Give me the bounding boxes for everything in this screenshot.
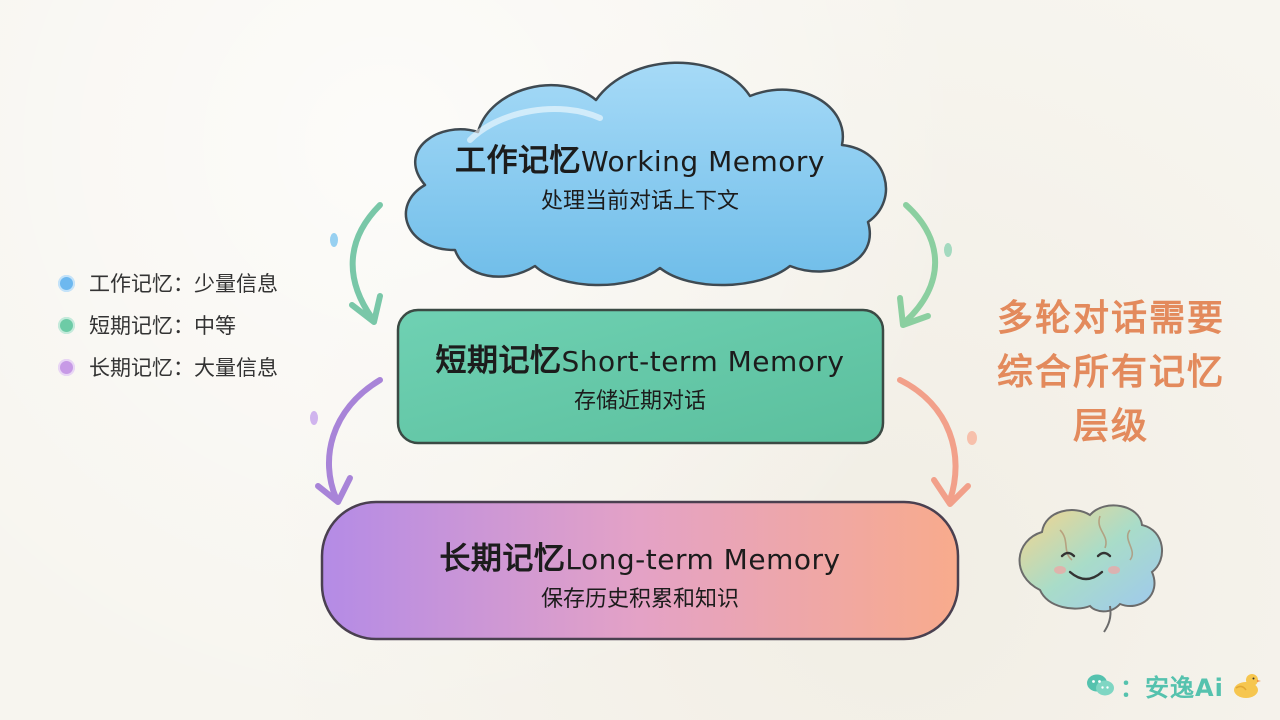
side-note-line: 层级 (1072, 406, 1149, 447)
brain-icon (1018, 504, 1163, 633)
working-memory-title-en: Working Memory (581, 145, 825, 178)
legend-dot-working (58, 274, 75, 292)
wechat-icon (1087, 674, 1114, 696)
side-note-line: 综合所有记忆 (996, 352, 1225, 393)
legend-label-long: 长期记忆：大量信息 (89, 356, 278, 380)
working-memory-label: 工作记忆Working Memory 处理当前对话上下文 (390, 142, 890, 217)
arrow-working-to-short-left (349, 202, 383, 325)
watermark-text: ：安逸Ai (1120, 673, 1224, 702)
working-memory-title: 工作记忆Working Memory (390, 142, 890, 181)
legend-item-short: 短期记忆：中等 (58, 304, 278, 346)
long-term-memory-title: 长期记忆Long-term Memory (340, 540, 940, 579)
legend-label-short: 短期记忆：中等 (89, 314, 236, 338)
working-memory-cloud (404, 61, 888, 287)
side-note-line: 多轮对话需要 (996, 298, 1225, 339)
short-term-memory-subtitle: 存储近期对话 (573, 389, 706, 414)
legend-dot-long (58, 358, 75, 376)
legend-dot-short (58, 316, 75, 334)
legend-item-long: 长期记忆：大量信息 (58, 346, 278, 388)
long-term-memory-label: 长期记忆Long-term Memory 保存历史积累和知识 (340, 540, 940, 615)
legend: 工作记忆：少量信息 短期记忆：中等 长期记忆：大量信息 (58, 262, 278, 388)
long-term-memory-subtitle: 保存历史积累和知识 (540, 587, 739, 612)
working-memory-title-zh: 工作记忆 (455, 143, 581, 179)
arrow-short-to-long-right (897, 377, 971, 507)
legend-item-working: 工作记忆：少量信息 (58, 262, 278, 304)
working-memory-subtitle: 处理当前对话上下文 (540, 189, 739, 214)
legend-label-working: 工作记忆：少量信息 (89, 272, 278, 296)
short-term-memory-box (396, 308, 885, 445)
side-note: 多轮对话需要 综合所有记忆 层级 (980, 292, 1242, 454)
short-term-memory-title-en: Short-term Memory (561, 345, 845, 378)
short-term-memory-title: 短期记忆Short-term Memory (390, 342, 890, 381)
short-term-memory-label: 短期记忆Short-term Memory 存储近期对话 (390, 342, 890, 417)
long-term-memory-title-zh: 长期记忆 (439, 541, 566, 577)
paint-dot (944, 243, 952, 257)
watermark: ：安逸Ai (1086, 668, 1262, 702)
paint-dot (967, 431, 977, 445)
long-term-memory-box (320, 500, 960, 641)
short-term-memory-title-zh: 短期记忆 (435, 343, 562, 379)
long-term-memory-title-en: Long-term Memory (565, 543, 841, 576)
duck-icon (1233, 674, 1261, 698)
paint-dot (310, 411, 318, 425)
arrow-working-to-short-right (897, 202, 938, 328)
arrow-short-to-long-left (315, 377, 383, 505)
paint-dot (330, 233, 338, 247)
